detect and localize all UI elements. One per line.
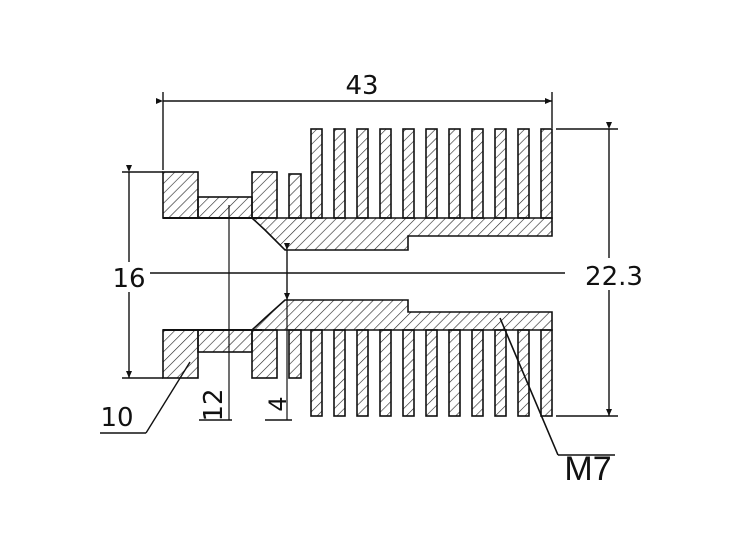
- upper-fin: [333, 128, 346, 219]
- upper-second-collar: [251, 171, 278, 219]
- lower-fin: [494, 329, 507, 417]
- upper-fin: [517, 128, 530, 219]
- lower-fin: [379, 329, 392, 417]
- bore-diameter-dimension: 4: [264, 243, 292, 421]
- body-diameter-dimension: 16: [108, 165, 163, 379]
- lower-fin: [448, 329, 461, 417]
- overall-length-label: 43: [345, 71, 378, 101]
- upper-fin: [494, 128, 507, 219]
- bore-diameter-label: 4: [264, 396, 292, 411]
- lower-fin: [471, 329, 484, 417]
- upper-collar: [162, 171, 199, 219]
- body-diameter-label: 16: [112, 264, 145, 294]
- lower-small-fin: [288, 329, 302, 379]
- upper-fin: [425, 128, 438, 219]
- lower-collar: [162, 329, 199, 379]
- lower-fin: [402, 329, 415, 417]
- upper-body: [162, 128, 553, 251]
- lower-groove-neck: [197, 329, 253, 353]
- upper-fin: [540, 128, 553, 219]
- lower-core: [249, 299, 553, 331]
- upper-fin: [471, 128, 484, 219]
- overall-length-dimension: 43: [156, 71, 553, 170]
- upper-groove-neck: [197, 196, 253, 219]
- groove-distance-dimension: 12: [199, 205, 232, 422]
- m7-label: M7: [564, 450, 611, 488]
- lower-fin: [333, 329, 346, 417]
- upper-fin: [402, 128, 415, 219]
- lower-fin: [425, 329, 438, 417]
- upper-fin: [379, 128, 392, 219]
- lower-fin: [540, 329, 553, 417]
- fin-diameter-label: 22.3: [585, 262, 643, 292]
- upper-fins: [310, 128, 553, 219]
- thread-length-leader: 10: [100, 361, 191, 434]
- lower-fin: [356, 329, 369, 417]
- upper-fin: [356, 128, 369, 219]
- lower-fins: [310, 329, 553, 417]
- upper-fin: [310, 128, 323, 219]
- lower-fin: [310, 329, 323, 417]
- groove-distance-label: 12: [199, 388, 229, 421]
- lower-body: [162, 299, 553, 417]
- upper-core: [249, 217, 553, 251]
- upper-fin: [448, 128, 461, 219]
- m7-callout: M7: [499, 317, 615, 488]
- fin-diameter-dimension: 22.3: [556, 122, 646, 417]
- thread-length-label: 10: [100, 403, 133, 433]
- upper-small-fin: [288, 173, 302, 219]
- lower-second-collar: [251, 329, 278, 379]
